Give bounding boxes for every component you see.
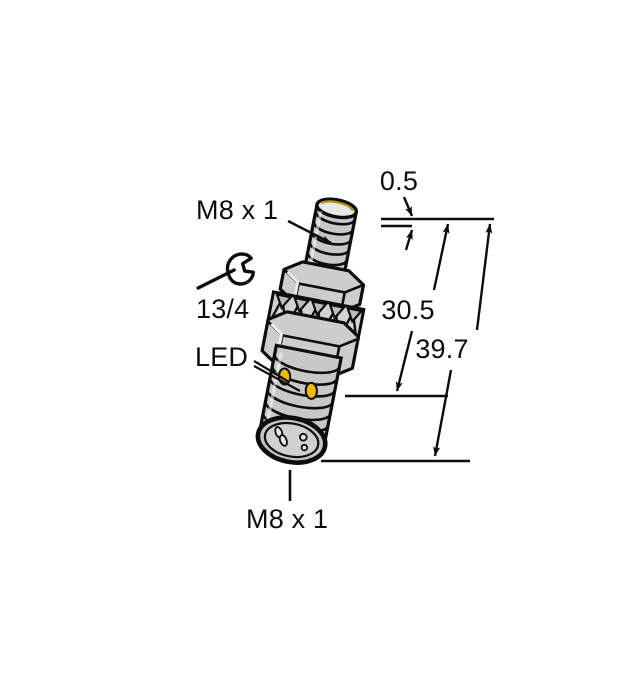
callout-led: LED [195, 342, 301, 392]
callout-thread-bottom: M8 x 1 [246, 470, 328, 534]
connector-pins [274, 426, 309, 452]
callout-thread-bottom-label: M8 x 1 [246, 504, 328, 534]
wrench-head [225, 252, 255, 286]
dimension-39-7-arrow-bottom [433, 369, 453, 457]
callout-led-leader-2 [253, 365, 301, 392]
led-indicator-2 [304, 381, 318, 400]
connector-end [255, 415, 328, 465]
sensor-barrel-highlight [264, 352, 283, 432]
callout-led-label: LED [195, 342, 248, 372]
hex-nut-upper-highlight [286, 271, 300, 301]
dimension-0-5-arrow-lower [404, 229, 414, 251]
barrel-top-rim [315, 197, 359, 220]
lock-washer-teeth-back [275, 293, 364, 324]
callout-thread-top-leader [287, 219, 332, 245]
rim-accent-arc [320, 200, 354, 212]
upper-barrel-highlight [308, 211, 323, 265]
dimension-0-5: 0.5 [380, 166, 418, 251]
dimension-0-5-arrow-upper [402, 196, 414, 217]
dimension-30-5: 30.5 [381, 223, 450, 392]
callout-led-leader-1 [253, 360, 290, 383]
dimension-extension-lines [321, 217, 494, 463]
callout-thread-top: M8 x 1 [196, 195, 332, 245]
wrench-icon [196, 252, 255, 290]
callout-wrench-size: 13/4 [196, 252, 255, 324]
dimension-30-5-arrow-bottom [395, 330, 414, 392]
dimension-0-5-value: 0.5 [380, 166, 418, 196]
dimension-39-7: 39.7 [415, 223, 493, 457]
callout-wrench-size-label: 13/4 [196, 294, 249, 324]
dimension-39-7-arrow-top [475, 223, 493, 331]
callout-thread-top-label: M8 x 1 [196, 195, 278, 225]
dimension-30-5-arrow-top [432, 223, 450, 291]
dimension-39-7-value: 39.7 [415, 334, 468, 364]
sensor-assembly [255, 197, 366, 465]
dimension-30-5-value: 30.5 [381, 295, 434, 325]
